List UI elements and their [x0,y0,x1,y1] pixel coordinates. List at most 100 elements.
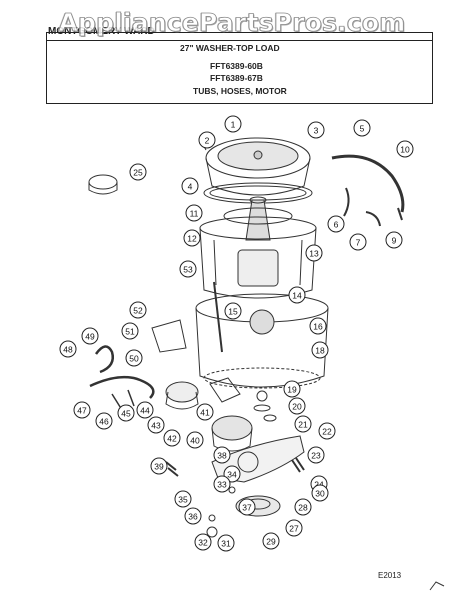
callout-number: 46 [99,417,109,427]
callout-48: 48 [59,340,77,358]
callout-45: 45 [117,404,135,422]
callout-circle [238,498,256,516]
header-right-rule [432,32,433,104]
callout-36: 36 [184,507,202,525]
callout-5: 5 [353,119,371,137]
callout-circle [288,397,306,415]
callout-number: 13 [309,249,319,259]
callout-circle [147,416,165,434]
filter-part [237,249,279,287]
callout-number: 32 [198,538,208,548]
callout-number: 43 [151,421,161,431]
callout-circle [307,446,325,464]
callout-number: 16 [313,322,323,332]
callout-circle [262,532,280,550]
callout-9: 9 [385,231,403,249]
callout-31: 31 [217,534,235,552]
brand-label: MONTGOMERY WARD [48,26,155,37]
callout-46: 46 [95,412,113,430]
callout-circle [185,204,203,222]
suspension-rod-part [213,281,223,353]
callout-30: 30 [311,484,329,502]
callout-circle [194,533,212,551]
callout-number: 51 [125,327,135,337]
callout-circle [196,403,214,421]
callout-circle [174,490,192,508]
agitator-part [223,196,293,241]
callout-number: 52 [133,306,143,316]
callout-number: 37 [242,503,252,513]
callout-33: 33 [213,475,231,493]
callout-25: 25 [129,163,147,181]
callout-7: 7 [349,233,367,251]
callout-circle [186,431,204,449]
callout-21: 21 [294,415,312,433]
callout-23: 23 [307,446,325,464]
callout-50: 50 [125,349,143,367]
callout-circle [327,215,345,233]
header-bottom-rule [46,103,432,104]
callout-circle [198,131,216,149]
callout-circle [125,349,143,367]
model-number-a: FFT6389-60B [210,61,263,71]
callout-number: 19 [287,385,297,395]
callout-41: 41 [196,403,214,421]
fill-hoses-part [89,345,155,411]
nut-part [206,526,218,538]
callout-circle [73,401,91,419]
callout-43: 43 [147,416,165,434]
appliance-title: 27" WASHER-TOP LOAD [180,43,280,53]
callout-32: 32 [194,533,212,551]
model-number-b: FFT6389-67B [210,73,263,83]
callout-number: 39 [154,462,164,472]
tub-cover-part [203,137,311,196]
callout-circle [150,457,168,475]
callout-circle [163,429,181,447]
callout-number: 15 [228,307,238,317]
callout-number: 31 [221,539,231,549]
callout-circle [307,121,325,139]
callout-number: 38 [217,451,227,461]
callout-circle [305,244,323,262]
callout-number: 33 [217,480,227,490]
callout-37: 37 [238,498,256,516]
callout-4: 4 [181,177,199,195]
coupling-part [209,377,241,403]
callout-16: 16 [309,317,327,335]
callout-13: 13 [305,244,323,262]
pump-part [165,381,199,410]
callout-circle [183,229,201,247]
callout-1: 1 [224,115,242,133]
callout-number: 49 [85,332,95,342]
callout-number: 12 [187,234,197,244]
callout-circle [309,317,327,335]
callout-circle [353,119,371,137]
callout-circle [349,233,367,251]
callout-27: 27 [285,519,303,537]
callout-circle [129,163,147,181]
callout-42: 42 [163,429,181,447]
callout-circle [294,498,312,516]
motor-part [211,415,253,452]
bracket-part [151,319,187,353]
callout-15: 15 [224,302,242,320]
callout-circle [224,115,242,133]
callout-35: 35 [174,490,192,508]
outer-tub-part [195,293,329,389]
callout-10: 10 [396,140,414,158]
snubber-part [88,174,118,195]
wash-basket-part [199,216,317,299]
callout-2: 2 [198,131,216,149]
callout-14: 14 [288,286,306,304]
spring-part-right [291,457,305,473]
callout-number: 5 [360,124,365,134]
callout-47: 47 [73,401,91,419]
callout-circle [385,231,403,249]
spring-part-left [165,461,179,477]
callout-11: 11 [185,204,203,222]
callout-28: 28 [294,498,312,516]
callout-22: 22 [318,422,336,440]
header-top-rule [46,32,432,33]
